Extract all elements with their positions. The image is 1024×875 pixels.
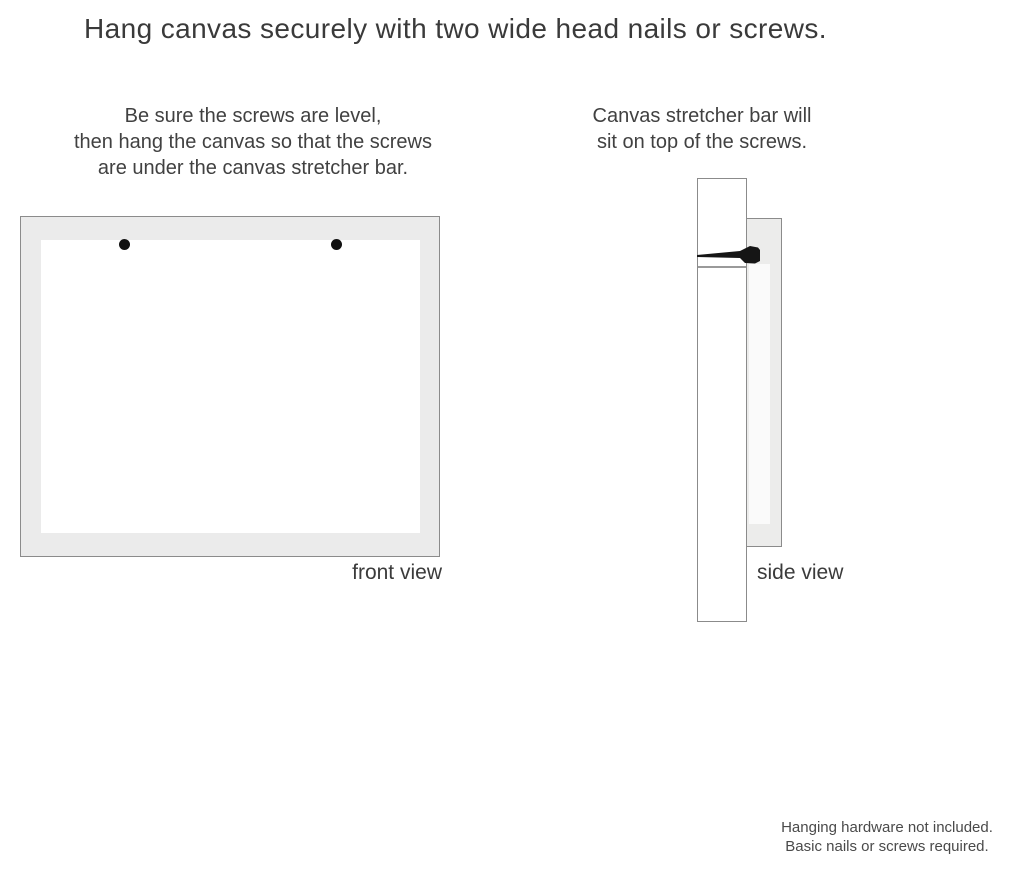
side-view-instructions: Canvas stretcher bar will sit on top of …: [572, 103, 832, 155]
front-view-canvas-diagram: [20, 216, 440, 557]
stretcher-bar-edge-line: [698, 266, 746, 268]
side-view-canvas: [746, 218, 782, 547]
footnote-line: Hanging hardware not included.: [781, 819, 993, 836]
front-view-instructions: Be sure the screws are level, then hang …: [38, 103, 468, 181]
front-view-label: front view: [352, 561, 442, 584]
screw-dot-icon: [119, 239, 130, 250]
canvas-inner-area: [41, 240, 420, 533]
footnote-line: Basic nails or screws required.: [785, 838, 989, 855]
screw-dot-icon: [331, 239, 342, 250]
instruction-line: Canvas stretcher bar will: [592, 105, 812, 127]
instruction-line: sit on top of the screws.: [596, 131, 808, 153]
instruction-line: Be sure the screws are level,: [124, 105, 382, 127]
hardware-footnote: Hanging hardware not included. Basic nai…: [762, 818, 1012, 856]
side-view-label: side view: [757, 561, 844, 584]
nail-icon: [697, 246, 760, 264]
instruction-line: then hang the canvas so that the screws: [74, 131, 432, 153]
instruction-line: are under the canvas stretcher bar.: [97, 157, 409, 179]
page-title: Hang canvas securely with two wide head …: [84, 13, 827, 44]
canvas-inner-area-side: [749, 264, 770, 524]
